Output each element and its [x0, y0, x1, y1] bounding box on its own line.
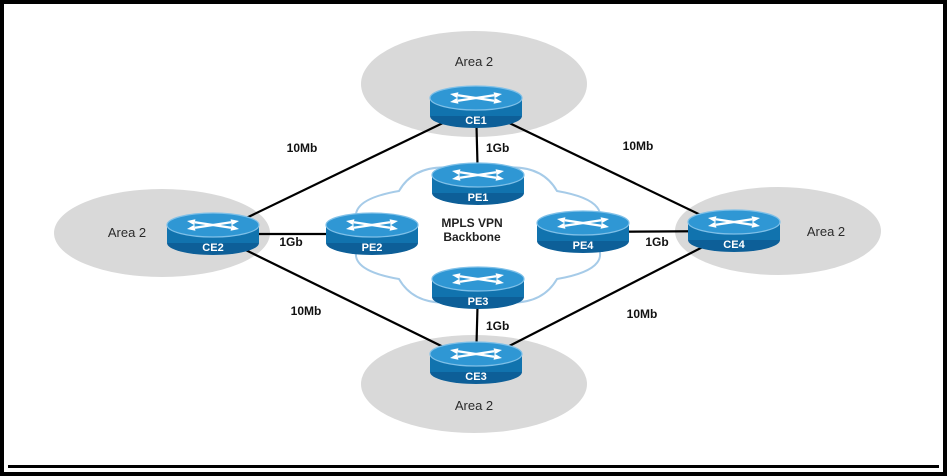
area-ellipse-bottom	[361, 335, 587, 433]
area-label-right: Area 2	[807, 224, 845, 239]
area-ellipse-left	[54, 189, 270, 277]
link-label-ce2-ce3: 10Mb	[291, 304, 322, 318]
router-pe3: PE3	[432, 267, 524, 309]
link-ce1-ce4	[475, 106, 735, 232]
area-label-top: Area 2	[455, 54, 493, 69]
link-label-ce1-pe1: 1Gb	[486, 141, 509, 155]
router-pe2: PE2	[326, 213, 418, 255]
link-label-pe4-ce4: 1Gb	[645, 235, 668, 249]
area-label-bottom: Area 2	[455, 398, 493, 413]
area-label-left: Area 2	[108, 225, 146, 240]
router-ce2: CE2	[167, 213, 259, 255]
router-ce4: CE4	[688, 210, 780, 252]
router-pe4: PE4	[537, 211, 629, 253]
cloud-label-line1: MPLS VPN	[441, 216, 502, 230]
router-ce1: CE1	[430, 86, 522, 128]
router-label-pe4: PE4	[573, 240, 595, 252]
link-ce1-ce2	[212, 106, 477, 235]
link-label-ce1-ce2: 10Mb	[287, 141, 318, 155]
cloud-label-line2: Backbone	[443, 230, 501, 244]
router-ce3: CE3	[430, 342, 522, 384]
link-label-ce2-pe2: 1Gb	[279, 235, 302, 249]
router-label-ce2: CE2	[202, 242, 223, 254]
router-label-pe2: PE2	[362, 242, 383, 254]
link-ce3-ce4	[475, 230, 735, 364]
link-label-ce1-ce4: 10Mb	[623, 139, 654, 153]
router-label-pe3: PE3	[468, 296, 489, 308]
link-ce2-ce3	[212, 233, 477, 364]
link-label-ce3-ce4: 10Mb	[627, 307, 658, 321]
link-label-pe3-ce3: 1Gb	[486, 319, 509, 333]
router-label-ce3: CE3	[465, 371, 486, 383]
router-label-pe1: PE1	[468, 192, 489, 204]
router-label-ce1: CE1	[465, 115, 486, 127]
area-ellipse-top	[361, 31, 587, 137]
router-label-ce4: CE4	[723, 239, 745, 251]
router-pe1: PE1	[432, 163, 524, 205]
